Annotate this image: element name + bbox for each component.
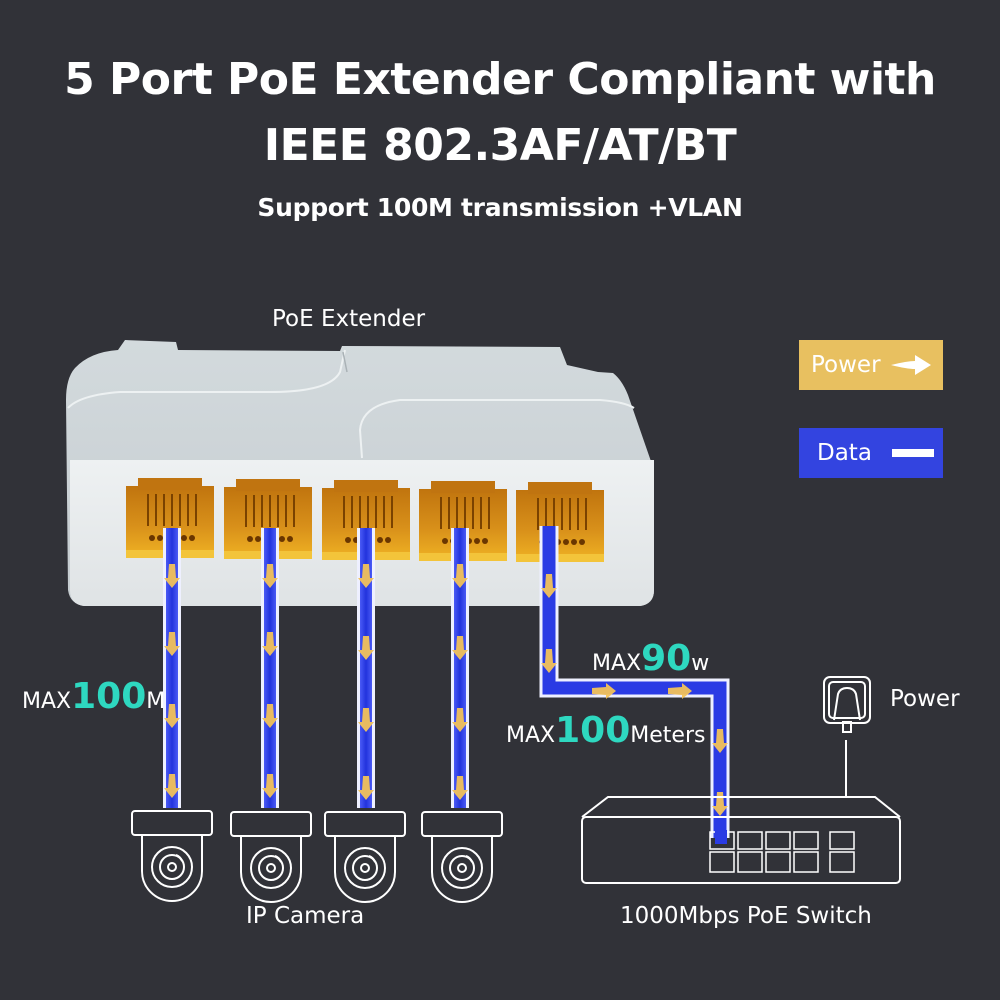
rj45-port-5 (515, 481, 605, 563)
spec-prefix: MAX (592, 651, 642, 676)
extender-label: PoE Extender (272, 306, 426, 332)
legend-power: Power (799, 340, 943, 390)
spec-unit: M (146, 689, 166, 714)
dash-icon (891, 449, 934, 457)
legend-power-label: Power (811, 352, 881, 378)
spec-value: 100 (71, 676, 147, 717)
arrow-right-icon (890, 355, 931, 375)
poe-switch-icon (581, 740, 901, 884)
uplink-distance-spec: MAX100Meters (506, 710, 705, 751)
power-budget-spec: MAX90w (592, 638, 709, 679)
page-title-line-2: IEEE 802.3AF/AT/BT (263, 120, 737, 171)
legend-data: Data (799, 428, 943, 478)
camera-icon-4 (421, 811, 503, 903)
poe-extender-device (66, 340, 654, 606)
spec-prefix: MAX (506, 723, 556, 748)
ip-camera-label: IP Camera (246, 903, 365, 929)
uplink-cable (539, 526, 730, 838)
page-subtitle: Support 100M transmission +VLAN (257, 193, 743, 222)
page-title-line-1: 5 Port PoE Extender Compliant with (64, 54, 936, 105)
camera-icon-1 (131, 810, 213, 902)
power-adapter-icon (823, 676, 871, 733)
spec-prefix: MAX (22, 689, 72, 714)
camera-cables (163, 528, 469, 808)
legend-data-label: Data (817, 440, 872, 466)
camera-icon-3 (324, 811, 406, 903)
camera-icon-2 (230, 811, 312, 903)
spec-value: 90 (641, 638, 692, 679)
spec-unit: Meters (630, 723, 706, 748)
power-adapter-label: Power (890, 686, 960, 712)
camera-distance-spec: MAX100M (22, 676, 165, 717)
spec-value: 100 (555, 710, 631, 751)
ip-cameras (131, 810, 503, 903)
spec-unit: w (691, 651, 710, 676)
poe-switch-label: 1000Mbps PoE Switch (620, 903, 872, 929)
